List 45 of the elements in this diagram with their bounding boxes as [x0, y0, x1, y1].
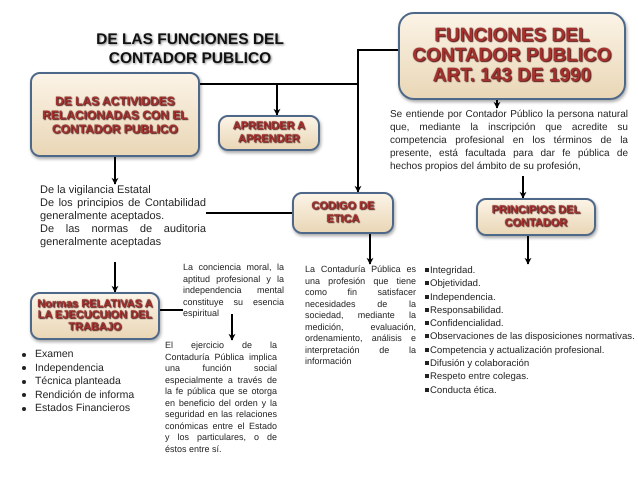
list-item: Respeto entre colegas. — [430, 370, 530, 384]
list-item: Estados Financieros — [35, 402, 130, 416]
list-item: Objetividad. — [430, 277, 482, 291]
list-item: Examen — [35, 348, 74, 362]
text-paragraph: Se entiende por Contador Público la persona natural que, mediante la inscripción que acredite su competencia profesional en los términos de la presente, está facultada para dar fe pública de hechos propios del ámbito de su profesión, — [390, 108, 628, 173]
arrow — [112, 157, 118, 185]
connector-line — [200, 49, 398, 85]
rounded-box — [30, 72, 200, 157]
list-item: Técnica planteada — [35, 375, 121, 388]
list-item: Integridad. — [430, 264, 476, 278]
arrow — [112, 262, 118, 293]
box-heading: PRINCIPIOS DEL CONTADOR — [490, 204, 582, 230]
text-paragraph: De los principios de Contabilidad generalmente aceptados. — [40, 197, 206, 223]
rounded-box — [218, 115, 320, 151]
list-item: Rendición de informa — [35, 388, 134, 402]
list-item: Confidencialidad. — [430, 317, 505, 330]
arrow — [228, 314, 236, 341]
box-heading: Normas RELATIVAS A LA EJECUCUION DEL TRABAJO — [36, 298, 154, 334]
list-item: Difusión y colaboración — [430, 357, 530, 370]
list-item: Conducta ética. — [430, 384, 498, 397]
rounded-box — [398, 12, 626, 100]
list-item: Competencia y actualización profesional. — [430, 344, 606, 358]
arrow — [366, 234, 374, 265]
connector-line — [206, 212, 292, 214]
arrow — [524, 236, 532, 265]
connector-line — [160, 309, 183, 311]
box-heading: DE LAS ACTIVIDDES RELACIONADAS CON EL CONTADOR PUBLICO — [41, 94, 189, 136]
arrow — [494, 100, 500, 109]
box-heading: APRENDER A APRENDER — [232, 120, 306, 146]
rounded-box — [30, 292, 160, 340]
list-item: Independencia. — [430, 290, 497, 304]
text-paragraph: El ejercicio de la Contaduría Pública implica una función social especialmente a través de la fe pública que se otorga en beneficio del orden y la seguridad en las relaciones conómicas entre el Estado y los particulares, o de éstos entre sí. — [165, 340, 277, 455]
text-paragraph: La conciencia moral, la aptitud profesional y la independencia mental constituye su esencia espiritual — [183, 262, 284, 320]
list-item: Observaciones de las disposiciones normativas. — [430, 330, 635, 344]
text-paragraph: De las normas de auditoria generalmente aceptadas — [40, 223, 206, 249]
rounded-box — [292, 192, 394, 234]
diagram-title: DE LAS FUNCIONES DEL CONTADOR PUBLICO — [95, 30, 285, 68]
text-paragraph: La Contaduría Pública es una profesión que tiene como fin satisfacer necesidades de la sociedad, mediante la medición, evaluación, ordenamiento, análisis e interpretación de la información — [305, 264, 416, 368]
list-item: Responsabilidad. — [430, 304, 505, 318]
rounded-box — [476, 198, 596, 236]
text-paragraph: De la vigilancia Estatal — [40, 184, 152, 197]
list-item: Independencia — [35, 362, 104, 375]
box-heading: FUNCIONES DEL CONTADOR PUBLICO ART. 143 DE 1990 — [411, 26, 613, 86]
arrow — [520, 176, 526, 199]
box-heading: CODIGO DE ETICA — [310, 200, 376, 226]
